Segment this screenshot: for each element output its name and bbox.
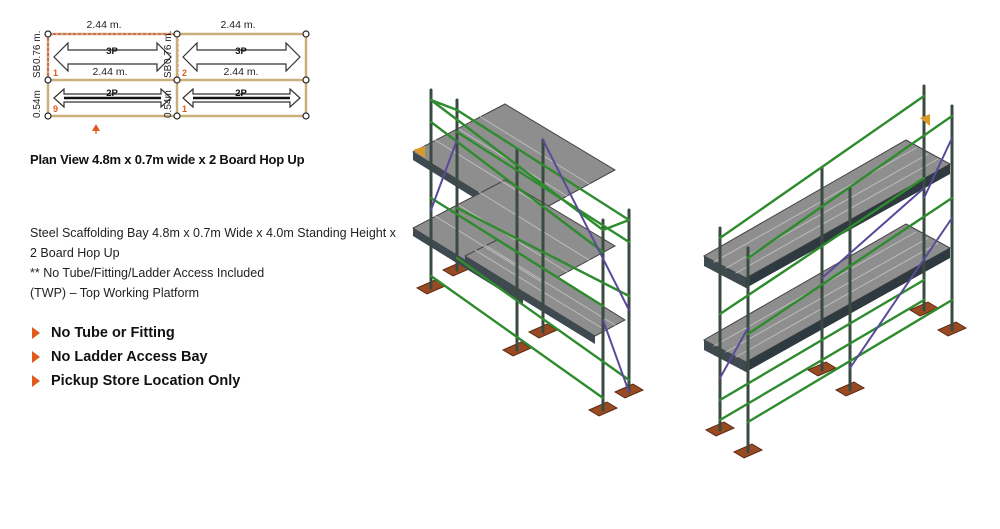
board-label-3p-left: 3P: [106, 46, 118, 57]
feature-item: No Tube or Fitting: [30, 321, 240, 345]
toe-board-marker: [413, 146, 425, 158]
bay-number: 1: [182, 104, 187, 114]
access-arrow-icon: [92, 124, 100, 134]
feature-label: No Tube or Fitting: [51, 325, 175, 341]
side-dim-upper: 0.76 m.: [32, 31, 43, 64]
scaffold-3d-view-right: [702, 84, 968, 459]
scaffold-3d-view-left: [411, 88, 645, 417]
board-label-3p-right: 3P: [235, 46, 247, 57]
bay-number: 2: [182, 68, 187, 78]
description-line: (TWP) – Top Working Platform: [30, 286, 200, 300]
board-label-2p-left: 2P: [106, 88, 118, 99]
side-dim-sb: SB: [32, 64, 43, 78]
scaffold-brace: [430, 139, 630, 393]
bullet-arrow-icon: [32, 327, 40, 339]
board-label-2p-right: 2P: [235, 88, 247, 99]
bay-number: 1: [53, 68, 58, 78]
scaffold-brace: [719, 137, 953, 379]
dim-mid-left: 2.44 m.: [92, 66, 127, 78]
bullet-arrow-icon: [32, 375, 40, 387]
feature-item: Pickup Store Location Only: [30, 369, 240, 393]
dim-top-left: 2.44 m.: [86, 19, 121, 31]
dim-mid-right: 2.44 m.: [223, 66, 258, 78]
description-line: ** No Tube/Fitting/Ladder Access Include…: [30, 266, 265, 280]
bay-number: 9: [53, 104, 58, 114]
toe-board-marker: [920, 114, 930, 126]
plan-view-diagram: 2.44 m. 2.44 m. 3P 3P 2.44 m. 2.44 m. 2P…: [32, 19, 310, 134]
scaffold-ledger: [429, 98, 631, 400]
platform-deck: [702, 139, 952, 372]
inner-dim-lower: 0.54m: [163, 90, 174, 118]
board-arrow-3p-left: [53, 41, 172, 73]
plan-caption: Plan View 4.8m x 0.7m wide x 2 Board Hop…: [30, 152, 305, 167]
bullet-arrow-icon: [32, 351, 40, 363]
scaffold-ledger: [718, 94, 954, 424]
dim-top-right: 2.44 m.: [220, 19, 255, 31]
description-line: 2 Board Hop Up: [30, 246, 120, 260]
feature-label: No Ladder Access Bay: [51, 349, 208, 365]
description-line: Steel Scaffolding Bay 4.8m x 0.7m Wide x…: [30, 226, 396, 240]
inner-dim-sb: SB: [163, 64, 174, 78]
board-arrow-3p-right: [182, 41, 301, 73]
inner-dim-upper: 0.76 m.: [163, 31, 174, 64]
feature-item: No Ladder Access Bay: [30, 345, 240, 369]
product-description: Steel Scaffolding Bay 4.8m x 0.7m Wide x…: [30, 223, 410, 303]
side-dim-lower: 0.54m: [32, 90, 43, 118]
feature-list: No Tube or Fitting No Ladder Access Bay …: [30, 321, 240, 393]
feature-label: Pickup Store Location Only: [51, 373, 241, 389]
